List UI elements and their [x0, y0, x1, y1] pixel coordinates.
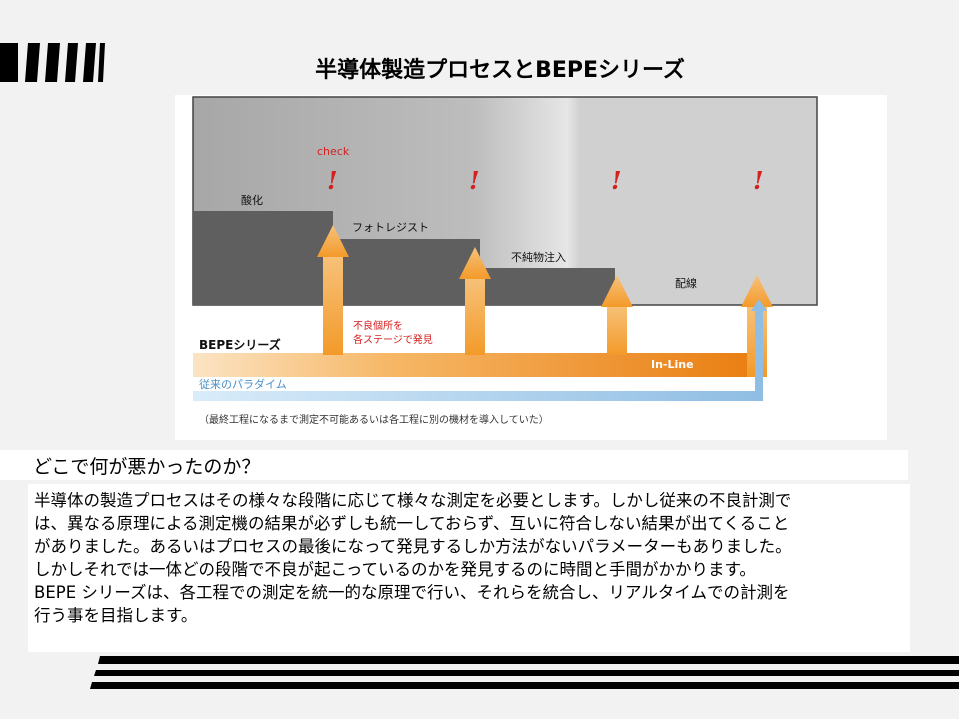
stage-label-implant: 不純物注入: [511, 250, 566, 264]
decorative-stripes-top: [0, 43, 105, 82]
defect-note-line2: 各ステージで発見: [353, 333, 433, 346]
decorative-stripes-bottom: [90, 656, 959, 689]
bepe-series-label: BEPEシリーズ: [199, 337, 281, 352]
body-line: は、異なる原理による測定機の結果が必ずしも統一しておらず、互いに符合しない結果が…: [34, 514, 790, 533]
body-paragraph: 半導体の製造プロセスはその様々な段階に応じて様々な測定を必要とします。しかし従来…: [34, 489, 934, 627]
alert-mark-1: !: [327, 166, 338, 195]
question-heading: どこで何が悪かったのか？: [0, 450, 908, 480]
conventional-note: （最終工程になるまで測定不可能あるいは各工程に別の機材を導入していた）: [199, 413, 549, 426]
inline-label: In-Line: [651, 358, 694, 371]
body-line: 行う事を目指します。: [34, 606, 198, 625]
body-line: BEPE シリーズは、各工程での測定を統一的な原理で行い、それらを統合し、リアル…: [34, 583, 790, 602]
defect-note-line1: 不良個所を: [353, 319, 403, 332]
stage-label-oxidation: 酸化: [241, 193, 263, 207]
body-line: しかしそれでは一体どの段階で不良が起こっているのかを発見するのに時間と手間がかか…: [34, 560, 756, 579]
process-diagram: check ! ! ! ! 酸化 フォトレジスト 不純物注入 配線: [175, 95, 887, 440]
conventional-paradigm-label: 従来のパラダイム: [199, 377, 287, 391]
stage-label-photoresist: フォトレジスト: [352, 221, 429, 234]
alert-mark-2: !: [469, 166, 480, 195]
stage-label-wiring: 配線: [675, 276, 697, 290]
body-line: がありました。あるいはプロセスの最後になって発見するしか方法がないパラメーターも…: [34, 537, 792, 556]
slide-title: 半導体製造プロセスとBEPEシリーズ: [315, 58, 685, 83]
check-label: check: [317, 145, 350, 158]
body-background: [28, 484, 910, 652]
alert-mark-4: !: [753, 166, 764, 195]
body-line: 半導体の製造プロセスはその様々な段階に応じて様々な測定を必要とします。しかし従来…: [34, 491, 792, 510]
alert-mark-3: !: [611, 166, 622, 195]
